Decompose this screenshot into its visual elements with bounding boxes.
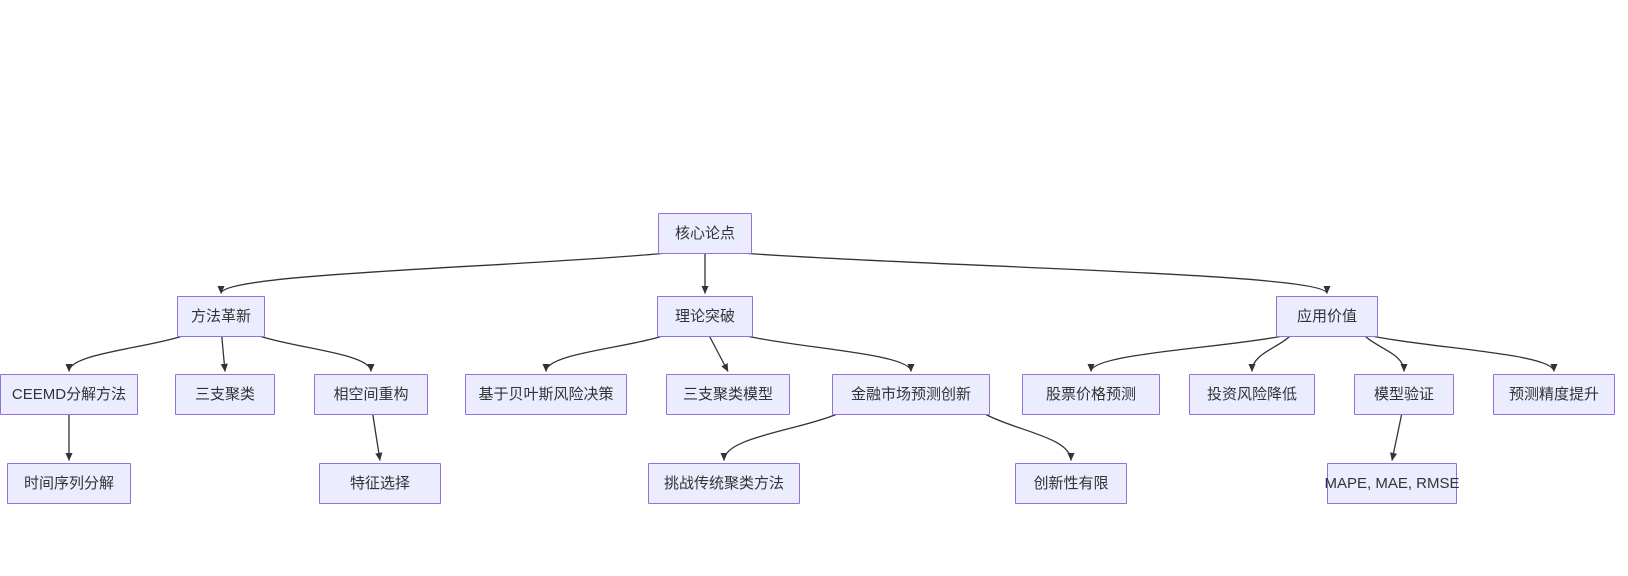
flowchart-node-ts: 时间序列分解	[7, 462, 131, 504]
flowchart-node-limited: 创新性有限	[1015, 462, 1127, 504]
flowchart-node-challenge: 挑战传统聚类方法	[648, 462, 800, 504]
flowchart-node-ceemd: CEEMD分解方法	[0, 373, 138, 415]
flowchart-node-precision: 预测精度提升	[1493, 373, 1615, 415]
flowchart-edge-core-method	[217, 252, 663, 294]
flowchart-edge-fin-limited	[985, 413, 1075, 461]
flowchart-edge-fin-challenge	[720, 413, 837, 461]
flowchart-edge-model-mape	[1390, 414, 1403, 461]
flowchart-edge-theory-tclust	[709, 336, 729, 372]
flowchart-node-app: 应用价值	[1276, 295, 1378, 337]
flowchart-edge-method-three	[220, 336, 228, 372]
flowchart-edge-method-phase	[260, 335, 375, 372]
flowchart-edge-core-app	[747, 252, 1331, 294]
flowchart-edge-app-stock	[1087, 335, 1281, 372]
flowchart-edge-app-risk	[1248, 336, 1290, 372]
flowchart-edge-theory-fin	[748, 335, 915, 372]
flowchart-node-method: 方法革新	[177, 295, 265, 337]
flowchart-node-phase: 相空间重构	[314, 373, 428, 415]
flowchart-node-risk: 投资风险降低	[1189, 373, 1315, 415]
flowchart-node-tclust: 三支聚类模型	[666, 373, 790, 415]
flowchart-edge-app-precision	[1373, 335, 1558, 372]
flowchart-node-mape: MAPE, MAE, RMSE	[1324, 462, 1460, 504]
flowchart-edge-phase-feat	[372, 414, 383, 461]
flowchart-node-three: 三支聚类	[175, 373, 275, 415]
flowchart-node-feat: 特征选择	[319, 462, 441, 504]
flowchart-node-model: 模型验证	[1354, 373, 1454, 415]
flowchart-node-stock: 股票价格预测	[1022, 373, 1160, 415]
flowchart-edge-method-ceemd	[65, 335, 182, 372]
flowchart-node-theory: 理论突破	[657, 295, 753, 337]
flowchart-edge-theory-bayes	[542, 335, 662, 372]
flowchart-node-core: 核心论点	[658, 212, 752, 254]
flowchart-edges	[65, 252, 1558, 461]
flowchart-node-fin: 金融市场预测创新	[832, 373, 990, 415]
flowchart-edge-app-model	[1365, 336, 1408, 372]
flowchart-node-bayes: 基于贝叶斯风险决策	[465, 373, 627, 415]
